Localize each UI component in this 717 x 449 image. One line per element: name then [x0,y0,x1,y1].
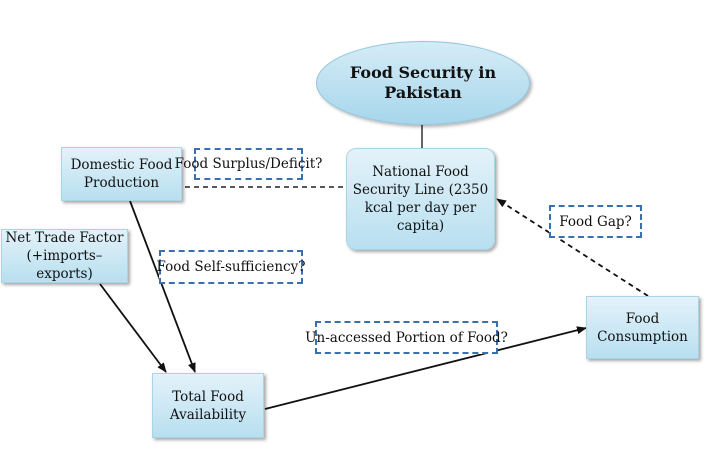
surplus-deficit-label: Food Surplus/Deficit? [174,156,323,172]
total-food-availability-node: Total Food Availability [152,373,264,438]
dashed-arrow-consumption-to-national-line [496,198,649,297]
arrow-availability-to-consumption [264,326,587,410]
net-trade-label: Net Trade Factor (+imports–exports) [5,230,124,282]
arrow-production-to-availability [129,200,196,373]
total-availability-label: Total Food Availability [169,388,247,423]
food-gap-question: Food Gap? [549,205,642,238]
food-surplus-deficit-question: Food Surplus/Deficit? [175,148,322,180]
national-line-label: National Food Security Line (2350 kcal p… [352,164,489,234]
diagram-title: Food Security in Pakistan [349,63,497,102]
arrow-trade-to-availability [99,283,167,373]
self-sufficiency-label: Food Self-sufficiency? [156,259,306,275]
unaccessed-portion-question: Un-accessed Portion of Food? [305,321,508,354]
domestic-production-label: Domestic Food Production [70,157,173,191]
unaccessed-label: Un-accessed Portion of Food? [305,329,508,346]
food-consumption-label: Food Consumption [597,310,688,345]
title-ellipse: Food Security in Pakistan [316,41,530,125]
net-trade-factor-node: Net Trade Factor (+imports–exports) [1,229,128,283]
food-consumption-node: Food Consumption [586,296,699,359]
food-gap-label: Food Gap? [559,213,632,230]
food-self-sufficiency-question: Food Self-sufficiency? [156,250,306,284]
national-food-security-line-node: National Food Security Line (2350 kcal p… [346,148,495,250]
domestic-food-production-node: Domestic Food Production [61,147,182,201]
